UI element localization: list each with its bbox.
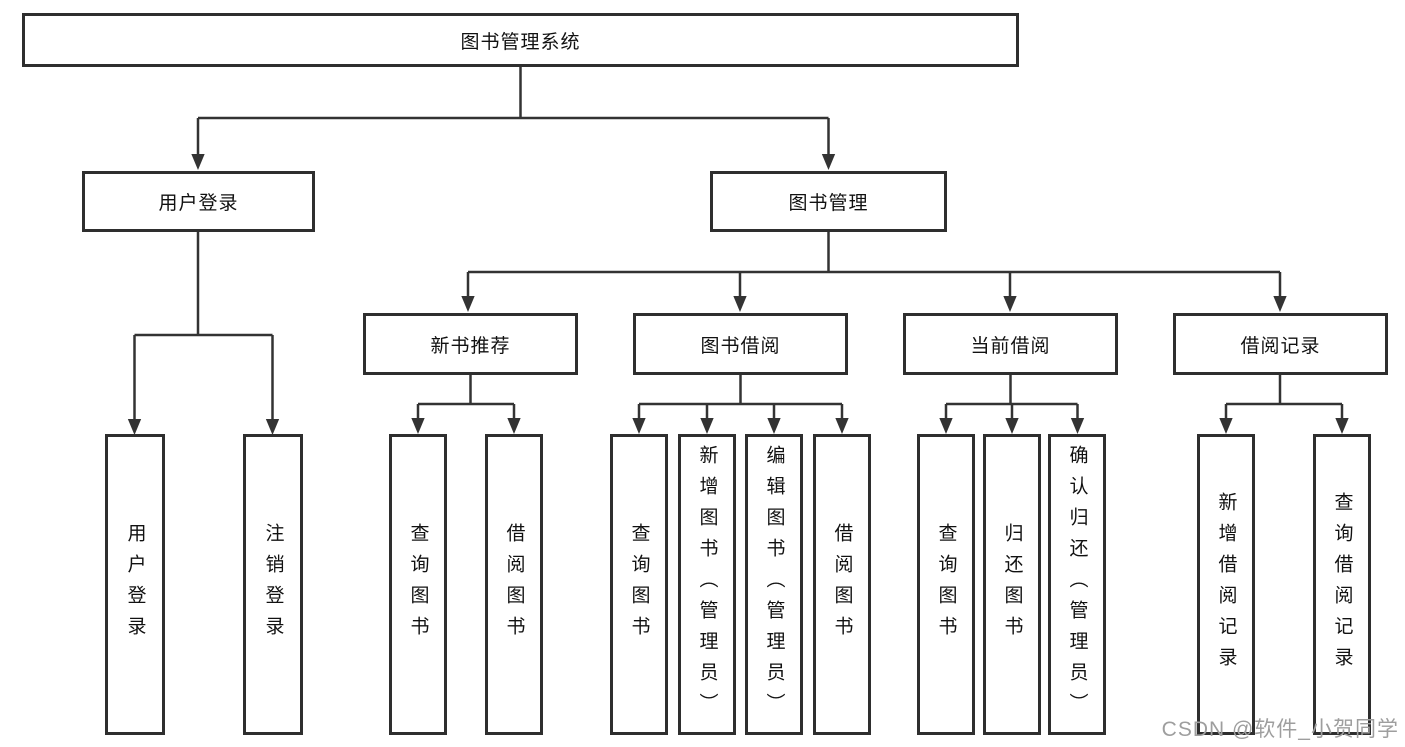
- leaf-borrow-books: 借阅图书: [813, 434, 871, 735]
- leaf-confirm-return-admin: 确认归还（管理员）: [1048, 434, 1106, 735]
- leaf-borrow-books-recommend: 借阅图书: [485, 434, 543, 735]
- trunk-new-book: [418, 374, 514, 406]
- leaf-return-book: 归还图书: [983, 434, 1041, 735]
- leaf-query-books-borrow: 查询图书: [610, 434, 668, 735]
- node-book-management: 图书管理: [710, 171, 947, 232]
- trunk-book-management: [468, 231, 1280, 274]
- node-user-login: 用户登录: [82, 171, 315, 232]
- csdn-watermark: CSDN @软件_小贺同学: [1161, 718, 1399, 741]
- node-new-book-recommend: 新书推荐: [363, 313, 578, 375]
- trunk-root: [198, 67, 829, 120]
- node-current-borrow: 当前借阅: [903, 313, 1118, 375]
- trunk-user-login: [134, 231, 273, 337]
- leaf-query-books-recommend: 查询图书: [389, 434, 447, 735]
- leaf-query-borrow-record: 查询借阅记录: [1313, 434, 1371, 735]
- node-root-library-system: 图书管理系统: [22, 13, 1019, 67]
- trunk-borrow-records: [1226, 374, 1342, 406]
- leaf-query-books-current: 查询图书: [917, 434, 975, 735]
- leaf-edit-book-admin: 编辑图书（管理员）: [745, 434, 803, 735]
- trunk-book-borrow: [639, 374, 842, 406]
- trunk-current-borrow: [946, 374, 1078, 406]
- node-book-borrow: 图书借阅: [633, 313, 848, 375]
- leaf-add-book-admin: 新增图书（管理员）: [678, 434, 736, 735]
- node-borrow-records: 借阅记录: [1173, 313, 1388, 375]
- leaf-add-borrow-record: 新增借阅记录: [1197, 434, 1255, 735]
- leaf-logout: 注销登录: [243, 434, 303, 735]
- leaf-user-login: 用户登录: [105, 434, 165, 735]
